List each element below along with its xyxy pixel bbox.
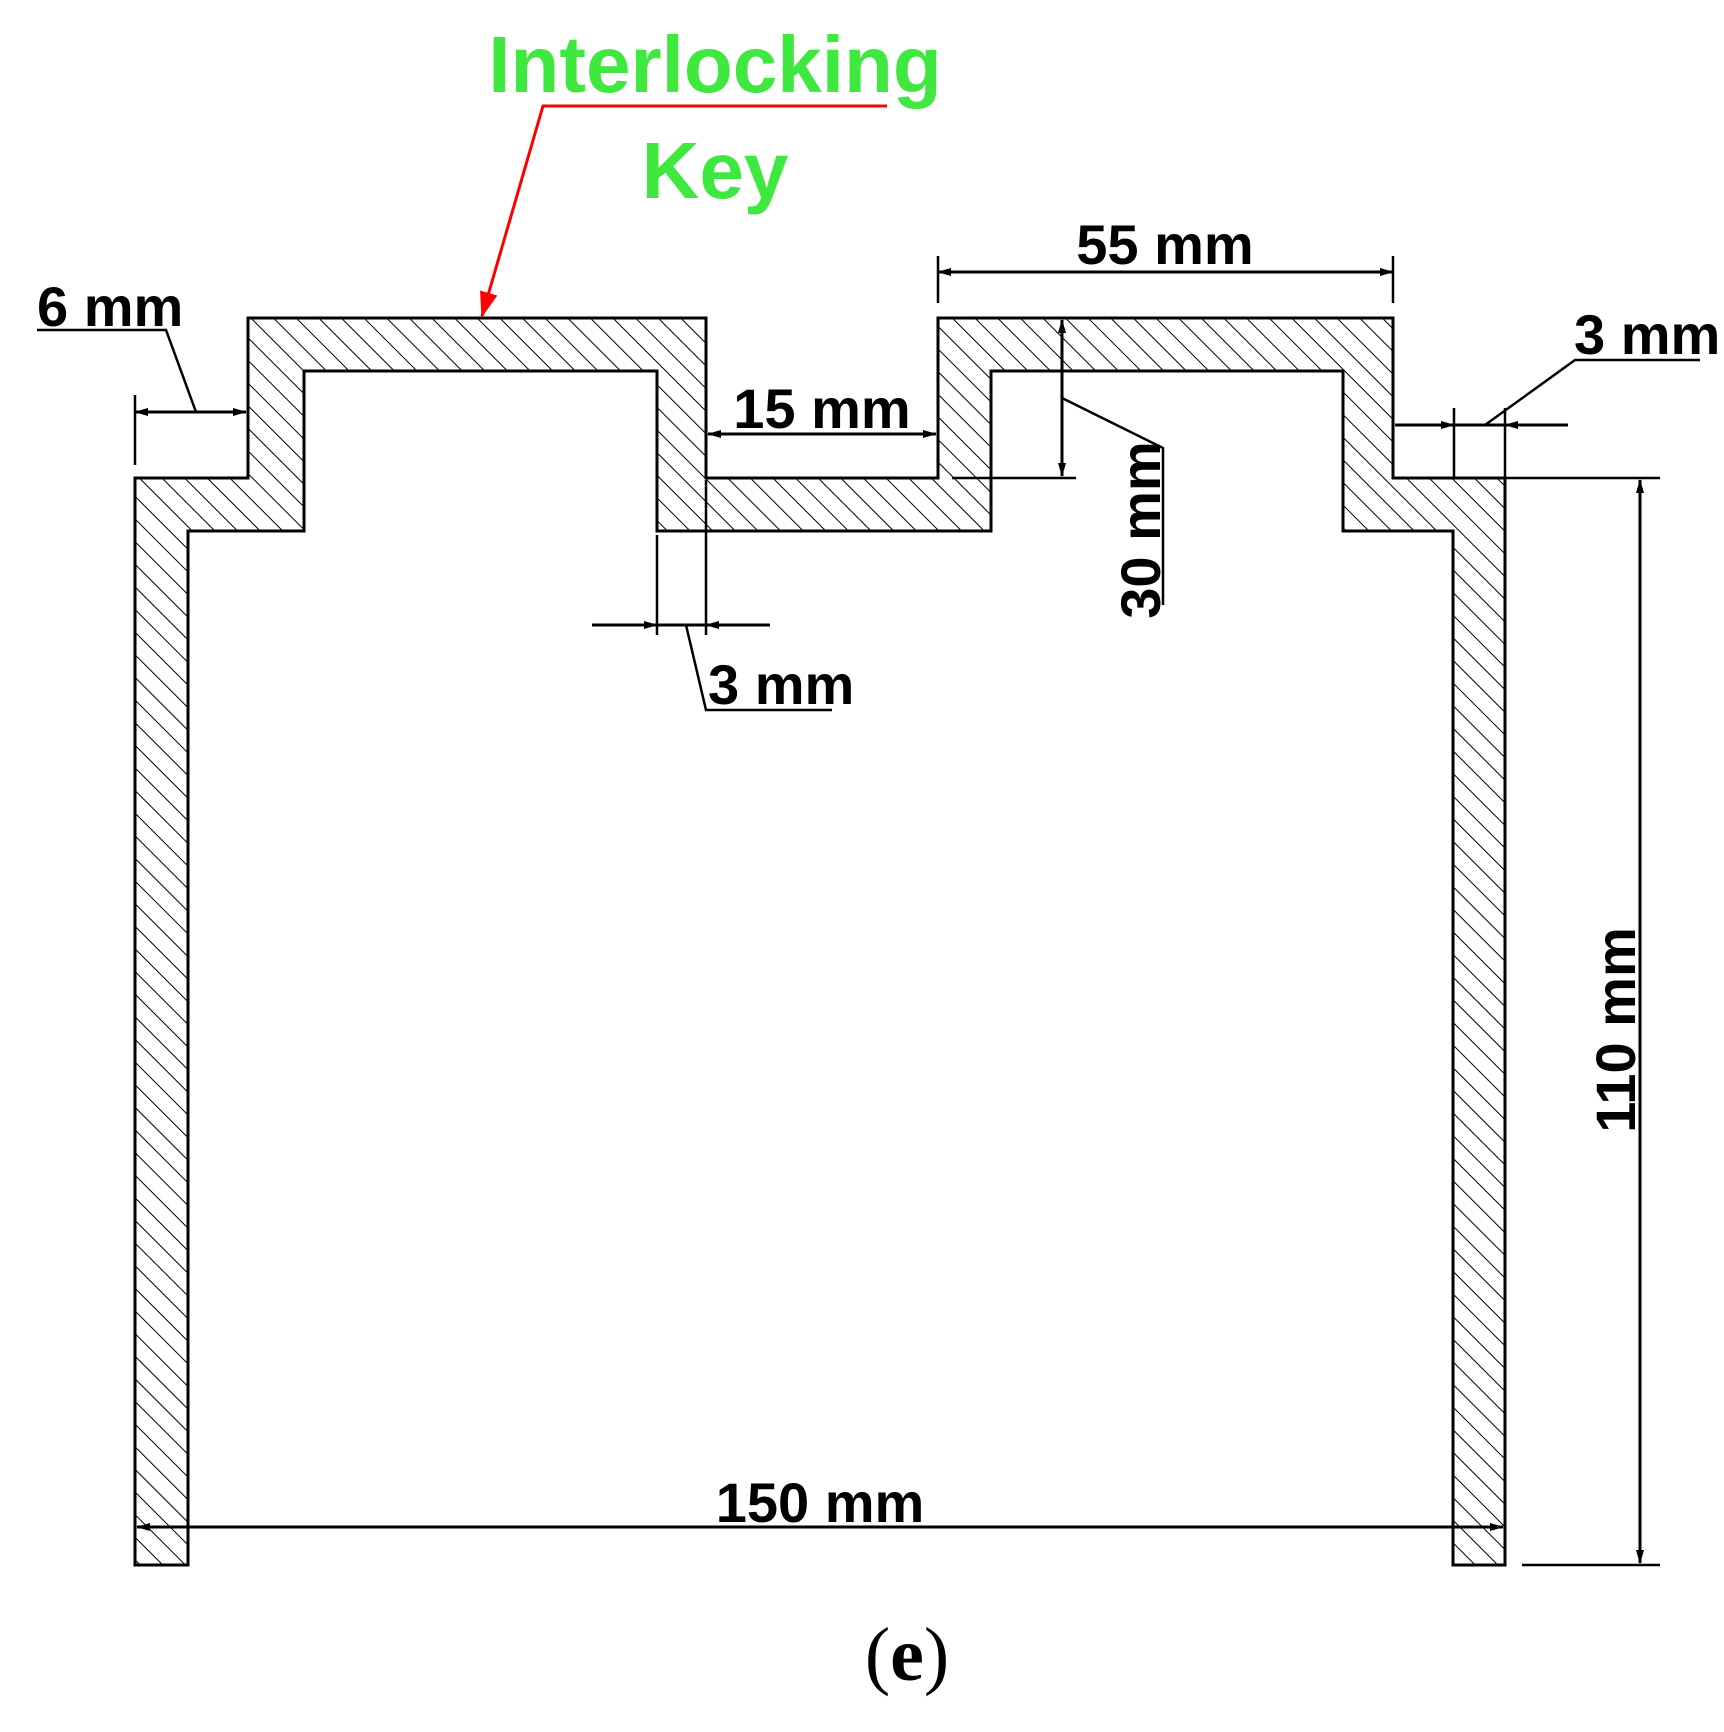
dimension-55mm: 55 mm <box>936 213 1395 303</box>
figure-caption: (e) <box>865 1613 949 1697</box>
dim-label-55mm: 55 mm <box>1076 213 1253 276</box>
dimension-3mm-groove: 3 mm <box>592 480 854 716</box>
dim-label-15mm: 15 mm <box>733 377 910 440</box>
dimension-110mm: 110 mm <box>1505 476 1660 1567</box>
interlocking-key-callout: Interlocking Key <box>480 20 942 318</box>
dim-label-30mm: 30 mm <box>1109 441 1172 618</box>
dimension-150mm: 150 mm <box>136 1471 1504 1534</box>
dim-label-6mm: 6 mm <box>37 275 183 338</box>
section-outline <box>133 316 1507 1567</box>
dimension-6mm: 6 mm <box>37 275 247 465</box>
key-leader <box>480 104 887 318</box>
dimension-30mm: 30 mm <box>952 319 1172 619</box>
key-label-line2: Key <box>642 126 789 215</box>
dim-label-3mm-right: 3 mm <box>1574 303 1720 366</box>
dimension-15mm: 15 mm <box>707 377 937 440</box>
dim-label-150mm: 150 mm <box>716 1471 925 1534</box>
dim-label-110mm: 110 mm <box>1584 927 1647 1133</box>
dimension-3mm-right: 3 mm <box>1395 303 1720 478</box>
key-label-line1: Interlocking <box>488 20 941 109</box>
dim-label-3mm-groove: 3 mm <box>708 653 854 716</box>
